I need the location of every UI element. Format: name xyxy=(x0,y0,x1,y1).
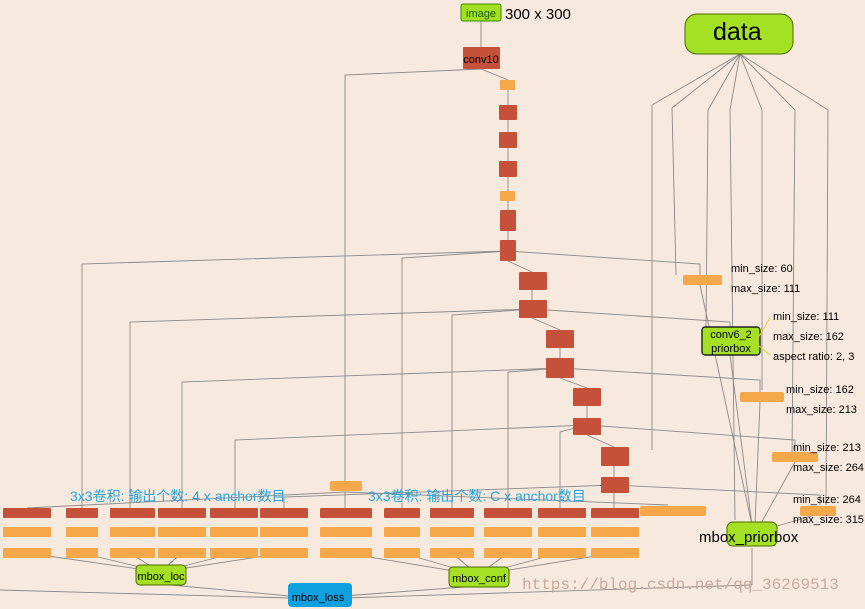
conv6-priorbox-label-b: priorbox xyxy=(711,343,751,355)
annot-max-315: max_size: 315 xyxy=(793,514,864,526)
annot-max-213: max_size: 213 xyxy=(786,404,857,416)
annot-max-162: max_size: 162 xyxy=(773,331,844,343)
head-flat-10 xyxy=(538,548,586,558)
chain-layer-9 xyxy=(546,330,574,348)
conv9-priorbox-node xyxy=(800,506,836,516)
chain-layer-2 xyxy=(499,132,517,148)
data-node xyxy=(684,13,794,55)
annot-max-111: max_size: 111 xyxy=(731,283,801,295)
annot-aspect-ratio: aspect ratio: 2, 3 xyxy=(773,351,855,363)
head-flat-1 xyxy=(66,548,98,558)
head-conv-9 xyxy=(484,508,532,518)
chain-layer-12 xyxy=(573,418,601,435)
head-perm-6 xyxy=(320,527,372,537)
mbox-priorbox-node xyxy=(726,521,778,547)
head-flat-2 xyxy=(110,548,155,558)
chain-layer-11 xyxy=(573,388,601,406)
head-flat-7 xyxy=(384,548,420,558)
chain-layer-14 xyxy=(601,477,629,493)
mbox-loss-node xyxy=(288,583,352,607)
head-conv-2 xyxy=(110,508,155,518)
head-perm-10 xyxy=(538,527,586,537)
annot-conf-conv: 3x3卷积: 输出个数: C x anchor数目 xyxy=(368,488,586,504)
head-flat-6 xyxy=(320,548,372,558)
fc7-priorbox-node xyxy=(683,275,722,285)
head-perm-0 xyxy=(3,527,51,537)
head-flat-8 xyxy=(430,548,474,558)
layer-nodes: image conv10 conv6_2 priorbox mbox_loc mbox_c… xyxy=(3,3,836,607)
head-perm-5 xyxy=(260,527,308,537)
head-conv-0 xyxy=(3,508,51,518)
annot-min-111: min_size: 111 xyxy=(773,311,840,323)
head-flat-4 xyxy=(210,548,258,558)
conv10-node xyxy=(463,47,500,69)
head-flat-3 xyxy=(158,548,206,558)
annot-min-213: min_size: 213 xyxy=(793,442,861,454)
head-perm-8 xyxy=(430,527,474,537)
annot-min-264: min_size: 264 xyxy=(793,494,861,506)
watermark: https://blog.csdn.net/qq_36269513 xyxy=(522,576,839,594)
annot-loc-conv: 3x3卷积: 输出个数: 4 x anchor数目 xyxy=(70,488,286,504)
chain-layer-10 xyxy=(546,358,574,378)
norm-priorbox-node xyxy=(640,506,706,516)
head-conv-5 xyxy=(260,508,308,518)
mbox-loc-label: mbox_loc xyxy=(137,571,185,583)
image-node-label: image xyxy=(466,8,496,20)
image-size-label: 300 x 300 xyxy=(505,6,571,23)
chain-layer-13 xyxy=(601,447,629,466)
mbox-conf-node xyxy=(448,566,510,588)
conv8-priorbox-node xyxy=(772,452,818,462)
head-flat-9 xyxy=(484,548,532,558)
mbox-conf-label: mbox_conf xyxy=(452,573,507,585)
conv7-priorbox-node xyxy=(740,392,784,402)
conv6-priorbox-node xyxy=(701,326,761,356)
head-conv-4 xyxy=(210,508,258,518)
chain-layer-0 xyxy=(500,80,515,90)
conv10-node-label: conv10 xyxy=(463,54,498,66)
head-flat-5 xyxy=(260,548,308,558)
head-conv-10 xyxy=(538,508,586,518)
annot-min-60: min_size: 60 xyxy=(731,263,793,275)
annotation-leaders xyxy=(757,317,771,356)
mbox-loss-label: mbox_loss xyxy=(292,592,345,604)
head-conv-11 xyxy=(591,508,639,518)
annot-min-162: min_size: 162 xyxy=(786,384,854,396)
chain-layer-3 xyxy=(499,161,517,177)
chain-layer-7 xyxy=(519,272,547,290)
chain-layer-5 xyxy=(500,210,516,231)
head-perm-7 xyxy=(384,527,420,537)
annot-max-264: max_size: 264 xyxy=(793,462,864,474)
image-node xyxy=(460,3,502,22)
conv6-priorbox-label-a: conv6_2 xyxy=(710,329,752,341)
head-perm-4 xyxy=(210,527,258,537)
head-conv-3 xyxy=(158,508,206,518)
head-conv-6 xyxy=(320,508,372,518)
data-node-label: data xyxy=(713,18,762,46)
norm-node xyxy=(330,481,362,491)
head-conv-1 xyxy=(66,508,98,518)
head-perm-3 xyxy=(158,527,206,537)
chain-layer-6 xyxy=(500,240,516,261)
head-perm-2 xyxy=(110,527,155,537)
head-perm-1 xyxy=(66,527,98,537)
head-conv-8 xyxy=(430,508,474,518)
chain-layer-1 xyxy=(499,105,517,120)
head-flat-0 xyxy=(3,548,51,558)
mbox-priorbox-label: mbox_priorbox xyxy=(699,529,799,546)
head-flat-11 xyxy=(591,548,639,558)
chain-layer-4 xyxy=(500,191,515,201)
head-conv-7 xyxy=(384,508,420,518)
mbox-loc-node xyxy=(135,564,187,586)
head-perm-9 xyxy=(484,527,532,537)
chain-layer-8 xyxy=(519,300,547,318)
head-perm-11 xyxy=(591,527,639,537)
